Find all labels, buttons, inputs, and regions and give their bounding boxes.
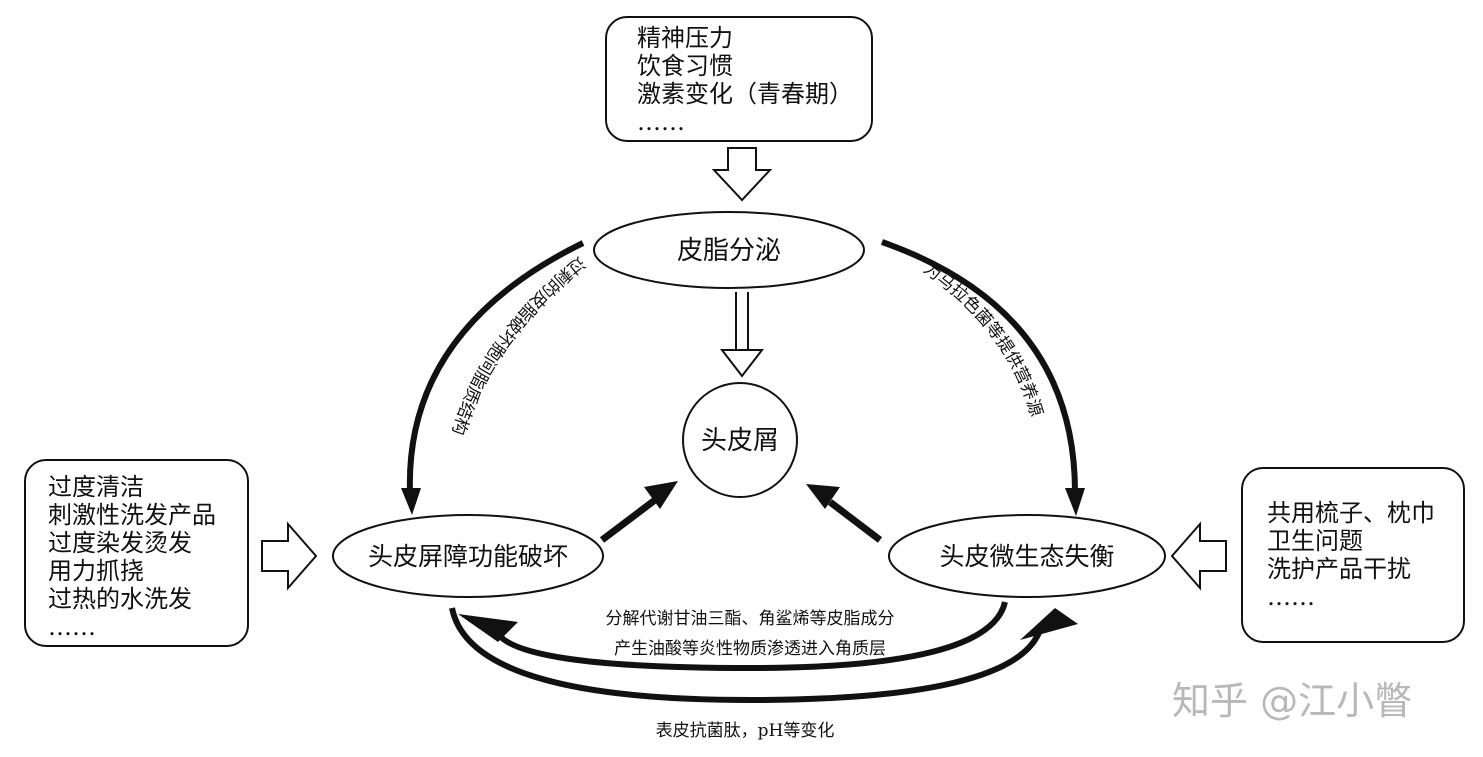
factor-top-item: 精神压力 [637, 24, 733, 52]
curve-arrow-sebum-to-microbiome [881, 239, 1085, 516]
node-microbiome-label: 头皮微生态失衡 [939, 542, 1114, 571]
factor-left-item: 用力抓挠 [48, 557, 144, 585]
arrow-microbiome-to-dandruff [806, 484, 883, 543]
factor-right-item: 卫生问题 [1267, 527, 1363, 555]
curve-arrow-barrier-to-microbiome [449, 607, 1078, 704]
factor-top-item: …… [637, 108, 685, 136]
arrow-barrier-to-dandruff [599, 481, 678, 543]
curve-arrow-sebum-to-barrier [401, 240, 585, 515]
node-barrier: 头皮屏障功能破坏 [332, 514, 604, 598]
factor-box-top: 精神压力 饮食习惯 激素变化（青春期） …… [605, 16, 873, 142]
factor-right-item: 共用梳子、枕巾 [1267, 499, 1435, 527]
factor-right-item: 洗护产品干扰 [1267, 555, 1411, 583]
node-microbiome: 头皮微生态失衡 [888, 514, 1166, 598]
factor-right-item: …… [1267, 583, 1315, 611]
factor-box-right: 共用梳子、枕巾 卫生问题 洗护产品干扰 …… [1241, 467, 1465, 643]
node-dandruff: 头皮屑 [682, 382, 798, 498]
node-barrier-label: 头皮屏障功能破坏 [368, 542, 568, 571]
factor-left-item: 刺激性洗发产品 [48, 501, 216, 529]
factor-box-left: 过度清洁 刺激性洗发产品 过度染发烫发 用力抓挠 过热的水洗发 …… [24, 459, 249, 647]
watermark: 知乎 @江小瞥 [1172, 679, 1413, 723]
double-arrow-sebum-to-dandruff [719, 292, 765, 378]
node-sebum-label: 皮脂分泌 [677, 236, 781, 266]
hollow-arrow-left [1170, 521, 1227, 591]
hollow-arrow-right [261, 521, 318, 591]
factor-top-item: 饮食习惯 [637, 52, 733, 80]
label-barrier-to-microbiome: 表皮抗菌肽，pH等变化 [656, 721, 835, 741]
node-sebum: 皮脂分泌 [593, 211, 865, 289]
factor-left-item: 过热的水洗发 [48, 585, 192, 613]
node-dandruff-label: 头皮屑 [701, 426, 779, 456]
curve-arrow-microbiome-to-barrier [458, 601, 1008, 672]
factor-top-item: 激素变化（青春期） [637, 80, 853, 108]
factor-left-item: 过度染发烫发 [48, 529, 192, 557]
label-microbiome-to-barrier-2: 产生油酸等炎性物质渗透进入角质层 [614, 639, 886, 659]
label-microbiome-to-barrier-1: 分解代谢甘油三酯、角鲨烯等皮脂成分 [606, 609, 895, 629]
factor-left-item: …… [48, 613, 96, 641]
factor-left-item: 过度清洁 [48, 473, 144, 501]
hollow-arrow-down [711, 147, 773, 202]
